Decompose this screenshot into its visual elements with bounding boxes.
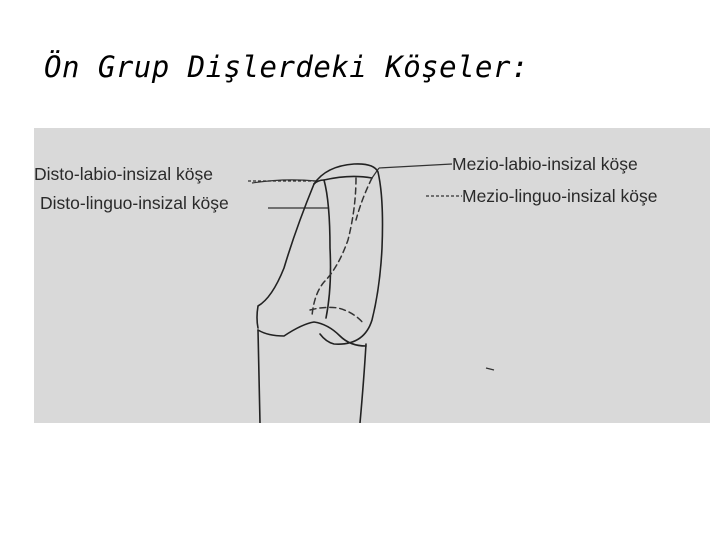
stray-mark bbox=[485, 367, 495, 371]
tooth-hidden-lingual-edge bbox=[311, 177, 357, 317]
label-disto-linguo-insizal: Disto-linguo-insizal köşe bbox=[40, 193, 229, 213]
label-mezio-linguo-insizal: Mezio-linguo-insizal köşe bbox=[462, 186, 658, 206]
tooth-hidden-cingulum bbox=[309, 306, 365, 325]
tooth-cervical-line bbox=[257, 321, 367, 347]
tooth-labial-face bbox=[313, 179, 332, 319]
tooth-root-distal bbox=[257, 329, 261, 423]
tooth-diagram-svg: Disto-labio-insizal köşe Disto-linguo-in… bbox=[34, 154, 658, 423]
tooth-incisal-edge bbox=[323, 175, 373, 181]
tooth-hidden-mesial-edge bbox=[355, 177, 373, 221]
tooth-crown-outline bbox=[313, 163, 384, 345]
slide-title: Ön Grup Dişlerdeki Köşeler: bbox=[44, 50, 529, 84]
tooth-root-mesial bbox=[359, 343, 367, 423]
tooth-diagram: Disto-labio-insizal köşe Disto-linguo-in… bbox=[34, 128, 710, 423]
leader-mezio-labio-insizal bbox=[378, 163, 453, 169]
pointer-mezio-labio bbox=[371, 167, 380, 179]
pointer-disto-labio bbox=[251, 179, 317, 184]
label-mezio-labio-insizal: Mezio-labio-insizal köşe bbox=[452, 154, 638, 174]
tooth-distal-outline bbox=[256, 183, 315, 329]
label-disto-labio-insizal: Disto-labio-insizal köşe bbox=[34, 164, 213, 184]
